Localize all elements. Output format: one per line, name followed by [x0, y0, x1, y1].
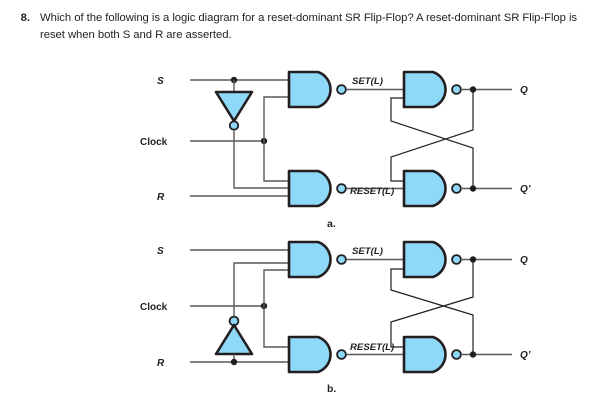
gate-q-nand-b — [402, 240, 447, 279]
question-number: 8. — [20, 12, 30, 24]
wire-invertedr-to-set-nand-b — [263, 269, 290, 306]
label-input-s-a: S — [157, 76, 164, 87]
inverter-bubble-a — [228, 120, 240, 131]
bubble-set-nand-a — [336, 84, 347, 95]
label-reset-b: RESET(L) — [350, 342, 394, 353]
gate-qnot-nand-a — [402, 169, 447, 208]
wire-inverter-to-reset-nand — [233, 130, 290, 189]
bubble-qnot-nand-a — [451, 183, 462, 194]
inverter-a — [214, 90, 254, 123]
wire-clock-to-reset-nand — [263, 141, 290, 182]
label-reset-a: RESET(L) — [350, 186, 394, 197]
question-text: Which of the following is a logic diagra… — [40, 12, 578, 41]
label-input-s-b: S — [157, 246, 164, 257]
diagram-a-group: SET(L) RESET(L) Q Q’ S Clock R — [140, 70, 531, 230]
gate-reset-nand-b — [287, 335, 332, 374]
inverter-b — [214, 323, 254, 356]
bubble-q-nand-a — [451, 84, 462, 95]
wire-crosscouple-qnot-to-q-b — [390, 268, 474, 355]
wire-crosscouple-q-to-qnot-a — [390, 89, 474, 182]
label-input-clock-a: Clock — [140, 137, 168, 148]
bubble-reset-nand-a — [336, 183, 347, 194]
wire-clock-to-set-nand-b — [233, 262, 290, 306]
bubble-set-nand-b — [336, 254, 347, 265]
bubble-qnot-nand-b — [451, 349, 462, 360]
label-input-clock-b: Clock — [140, 302, 168, 313]
wire-clock-to-set-nand — [263, 96, 290, 141]
label-set-a: SET(L) — [352, 76, 383, 87]
label-input-r-b: R — [157, 358, 165, 369]
question-block: 8. Which of the following is a logic dia… — [0, 10, 614, 44]
bubble-reset-nand-b — [336, 349, 347, 360]
diagram-b-group: SET(L) RESET(L) Q Q’ S Clock R b. — [140, 240, 531, 395]
gate-set-nand-b — [287, 240, 332, 279]
gate-reset-nand-a — [287, 169, 332, 208]
choice-label-a: a. — [327, 218, 336, 230]
label-qnot-b: Q’ — [520, 350, 531, 361]
label-q-b: Q — [520, 255, 528, 266]
gate-qnot-nand-b — [402, 335, 447, 374]
choice-label-b: b. — [327, 383, 336, 395]
gate-q-nand-a — [402, 70, 447, 109]
junction-r-b — [230, 358, 238, 366]
wire-crosscouple-q-to-qnot-b — [390, 259, 474, 348]
gate-set-nand-a — [287, 70, 332, 109]
bubble-q-nand-b — [451, 254, 462, 265]
label-input-r-a: R — [157, 192, 165, 203]
wire-clock-to-reset-nand-b — [263, 306, 290, 348]
label-set-b: SET(L) — [352, 246, 383, 257]
label-qnot-a: Q’ — [520, 184, 531, 195]
label-q-a: Q — [520, 85, 528, 96]
wire-crosscouple-qnot-to-q-a — [390, 97, 474, 189]
